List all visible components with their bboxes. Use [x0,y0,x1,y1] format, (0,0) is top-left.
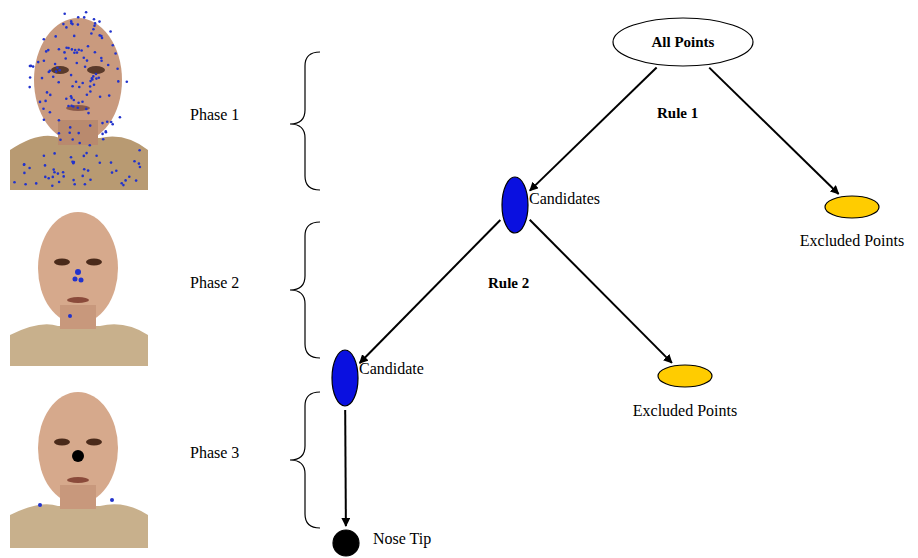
node-label: Candidate [359,360,424,378]
node-shape [657,364,713,388]
arrow-connector [709,68,838,194]
node-label: Nose Tip [373,530,431,548]
phase-label: Phase 3 [190,444,239,462]
rule-label: Rule 1 [657,104,698,122]
node-shape [824,195,880,219]
phase-label: Phase 1 [190,106,239,124]
node-shape [332,529,360,557]
rule-label: Rule 2 [488,274,529,292]
result-circle: Nose Tip [332,529,360,557]
excluded-ellipse: Excluded Points [824,195,880,219]
face-photo [8,2,148,190]
node-label: Excluded Points [633,402,737,420]
node-label: Excluded Points [800,232,904,250]
node-shape [501,176,529,234]
arrow-connector [530,220,672,363]
arrow-connector [530,68,657,191]
node-label: Candidates [529,190,600,208]
candidate-ellipse: Candidate [331,349,359,407]
excluded-ellipse: Excluded Points [657,364,713,388]
phase-label: Phase 2 [190,274,239,292]
arrow-connector [344,410,347,526]
start-ellipse: All Points [612,17,754,67]
face-photo [8,376,148,548]
candidate-ellipse: Candidates [501,176,529,234]
curly-brace [290,52,320,528]
face-photo [8,196,148,366]
node-shape [331,349,359,407]
node-label: All Points [652,33,715,51]
arrow-connector [360,220,501,363]
